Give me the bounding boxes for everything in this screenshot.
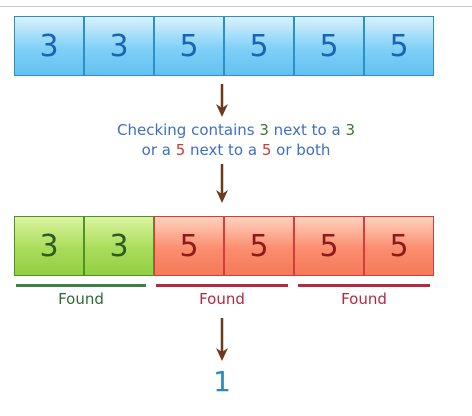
output-cell-1: 3 [14,216,84,276]
found-label: Found [199,290,245,308]
found-label: Found [341,290,387,308]
found-underline [298,284,430,287]
found-underline [16,284,146,287]
output-array: 3 3 5 5 5 5 [14,216,434,276]
highlight-5-b: 5 [261,141,272,159]
instruction-text-part: or a [141,141,176,159]
instruction-text-part: next to a [185,141,262,159]
top-divider [0,6,472,7]
input-cell-5: 5 [294,16,364,76]
input-cell-2: 3 [84,16,154,76]
input-cell-4: 5 [224,16,294,76]
output-cell-3: 5 [154,216,224,276]
input-cell-6: 5 [364,16,434,76]
found-underline [156,284,288,287]
result-value: 1 [213,365,231,398]
instruction-line-1: Checking contains 3 next to a 3 [60,120,412,140]
found-group-1: Found [16,284,146,308]
highlight-3-a: 3 [259,121,269,139]
found-group-2: Found [156,284,288,308]
instruction-text-part: or both [271,141,331,159]
instruction-text-part: Checking contains [116,121,260,139]
highlight-3-b: 3 [345,121,356,139]
arrow-down-icon [216,318,228,361]
found-label: Found [58,290,104,308]
output-cell-4: 5 [224,216,294,276]
instruction-text: Checking contains 3 next to a 3 or a 5 n… [60,120,412,160]
output-cell-6: 5 [364,216,434,276]
instruction-text-part: next to a [268,121,346,139]
highlight-5-a: 5 [175,141,186,159]
output-cell-2: 3 [84,216,154,276]
found-group-3: Found [298,284,430,308]
arrow-down-icon [216,164,228,203]
output-cell-5: 5 [294,216,364,276]
input-cell-1: 3 [14,16,84,76]
instruction-line-2: or a 5 next to a 5 or both [60,140,412,160]
input-array: 3 3 5 5 5 5 [14,16,434,76]
arrow-down-icon [216,84,228,117]
input-cell-3: 5 [154,16,224,76]
